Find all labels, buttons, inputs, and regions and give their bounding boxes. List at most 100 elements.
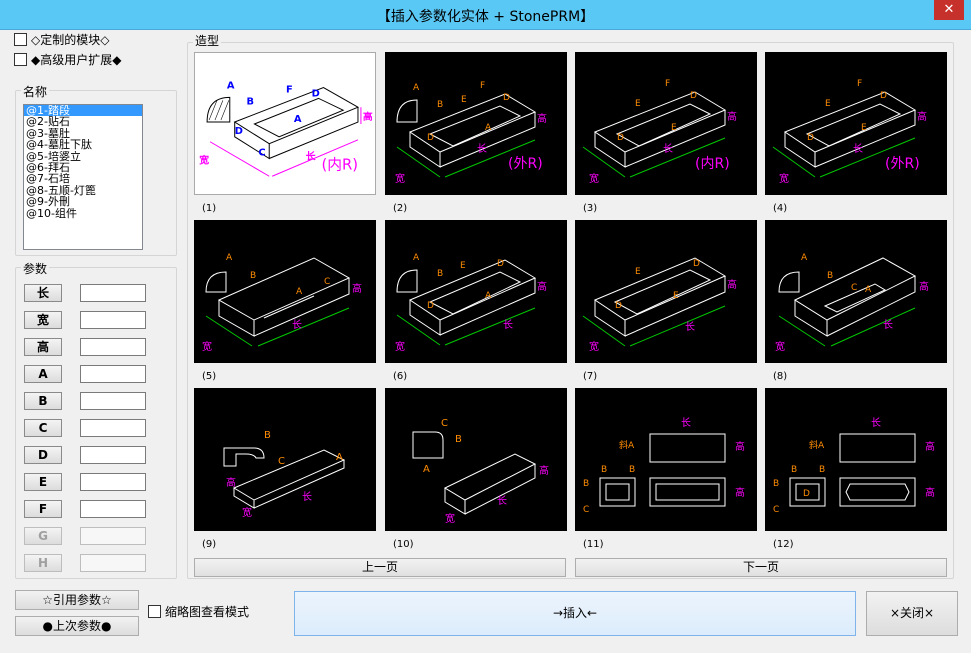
label-length: 长 xyxy=(292,319,302,331)
label-e: E xyxy=(635,99,641,109)
list-item[interactable]: @2-贴石 xyxy=(26,116,70,128)
param-a-input[interactable] xyxy=(80,365,146,383)
param-b-button[interactable]: B xyxy=(24,392,62,410)
label-outer-r: (外R) xyxy=(885,156,920,172)
custom-module-checkbox[interactable]: ◇定制的模块◇ xyxy=(14,31,109,47)
label-height: 高 xyxy=(537,280,547,293)
label-width: 宽 xyxy=(779,172,789,185)
param-height-button[interactable]: 高 xyxy=(24,338,62,356)
label-a: A xyxy=(413,253,420,263)
label-width: 宽 xyxy=(198,153,209,166)
param-f-input[interactable] xyxy=(80,500,146,518)
list-item[interactable]: @1-踏段 xyxy=(24,105,142,117)
close-button[interactable]: ×关闭× xyxy=(866,591,958,636)
label-length: 长 xyxy=(663,143,673,155)
label-length: 长 xyxy=(853,143,863,155)
label-e: E xyxy=(673,291,679,301)
param-c-input[interactable] xyxy=(80,419,146,437)
checkbox-box[interactable] xyxy=(148,604,161,618)
checkbox-box[interactable] xyxy=(14,32,27,46)
window-close-button[interactable]: ✕ xyxy=(934,0,964,20)
last-params-button[interactable]: ●上次参数● xyxy=(15,616,139,636)
checkbox-box[interactable] xyxy=(14,52,27,66)
param-length-input[interactable] xyxy=(80,284,146,302)
window-title: 【插入参数化实体 + StonePRM】 xyxy=(376,9,595,25)
label-width: 宽 xyxy=(445,512,455,525)
label-length: 长 xyxy=(306,149,316,162)
label-b: B xyxy=(437,269,443,279)
param-height-input[interactable] xyxy=(80,338,146,356)
param-c-button[interactable]: C xyxy=(24,419,62,437)
params-group xyxy=(15,267,177,579)
thumbnail-caption: (6) xyxy=(393,371,408,382)
advanced-ext-checkbox[interactable]: ◆高级用户扩展◆ xyxy=(14,51,121,67)
label-b: B xyxy=(601,465,607,475)
list-item[interactable]: @6-拜石 xyxy=(26,161,70,174)
label-length: 长 xyxy=(477,143,487,155)
list-item[interactable]: @5-培婆立 xyxy=(26,150,81,162)
thumbnail-caption: (1) xyxy=(202,203,217,214)
param-d-button[interactable]: D xyxy=(24,446,62,464)
next-page-button[interactable]: 下一页 xyxy=(575,558,947,577)
list-item[interactable]: @4-墓肚下肽 xyxy=(26,139,92,151)
param-f-button[interactable]: F xyxy=(24,500,62,518)
shape-thumbnail-1[interactable]: A B F D D A C 长 宽 高 (内R) xyxy=(194,52,376,195)
label-d: D xyxy=(615,301,622,311)
label-d: D xyxy=(235,126,243,137)
thumbnail-mode-checkbox[interactable]: 缩略图查看模式 xyxy=(148,603,249,619)
label-length: 长 xyxy=(681,417,691,429)
label-width: 宽 xyxy=(242,506,252,519)
label-b: B xyxy=(827,271,833,281)
label-d: D xyxy=(427,301,434,311)
param-width-button[interactable]: 宽 xyxy=(24,311,62,329)
label-a: A xyxy=(485,123,492,133)
label-f: F xyxy=(480,81,485,91)
list-item[interactable]: @10-组件 xyxy=(26,207,77,219)
shape-group-title: 造型 xyxy=(193,32,222,49)
list-item[interactable]: @8-五顺-灯篦 xyxy=(26,184,96,197)
label-height: 高 xyxy=(727,278,737,291)
name-group-title: 名称 xyxy=(21,83,50,100)
label-a: A xyxy=(227,80,235,91)
ref-params-button[interactable]: ☆引用参数☆ xyxy=(15,590,139,610)
param-width-input[interactable] xyxy=(80,311,146,329)
param-e-input[interactable] xyxy=(80,473,146,491)
list-item[interactable]: @7-石培 xyxy=(26,173,70,185)
label-height: 高 xyxy=(917,110,927,123)
list-item[interactable]: @3-墓肚 xyxy=(26,127,70,140)
thumbnail-caption: (3) xyxy=(583,203,598,214)
label-b: B xyxy=(629,465,635,475)
param-length-button[interactable]: 长 xyxy=(24,284,62,302)
param-a-button[interactable]: A xyxy=(24,365,62,383)
param-d-input[interactable] xyxy=(80,446,146,464)
param-b-input[interactable] xyxy=(80,392,146,410)
label-height: 高 xyxy=(226,476,236,489)
label-a: A xyxy=(413,83,420,93)
label-height: 高 xyxy=(925,440,935,453)
label-e: E xyxy=(825,99,831,109)
param-e-button[interactable]: E xyxy=(24,473,62,491)
label-c: C xyxy=(278,456,285,467)
label-width: 宽 xyxy=(589,172,599,185)
label-d: D xyxy=(807,133,814,143)
label-d: D xyxy=(690,91,697,101)
prev-page-button[interactable]: 上一页 xyxy=(194,558,566,577)
name-listbox[interactable]: @1-踏段 @2-贴石 @3-墓肚 @4-墓肚下肽 @5-培婆立 @6-拜石 @… xyxy=(23,104,143,250)
insert-button[interactable]: →插入← xyxy=(294,591,856,636)
list-item[interactable]: @9-外刪 xyxy=(26,196,70,208)
label-a: A xyxy=(485,291,492,301)
